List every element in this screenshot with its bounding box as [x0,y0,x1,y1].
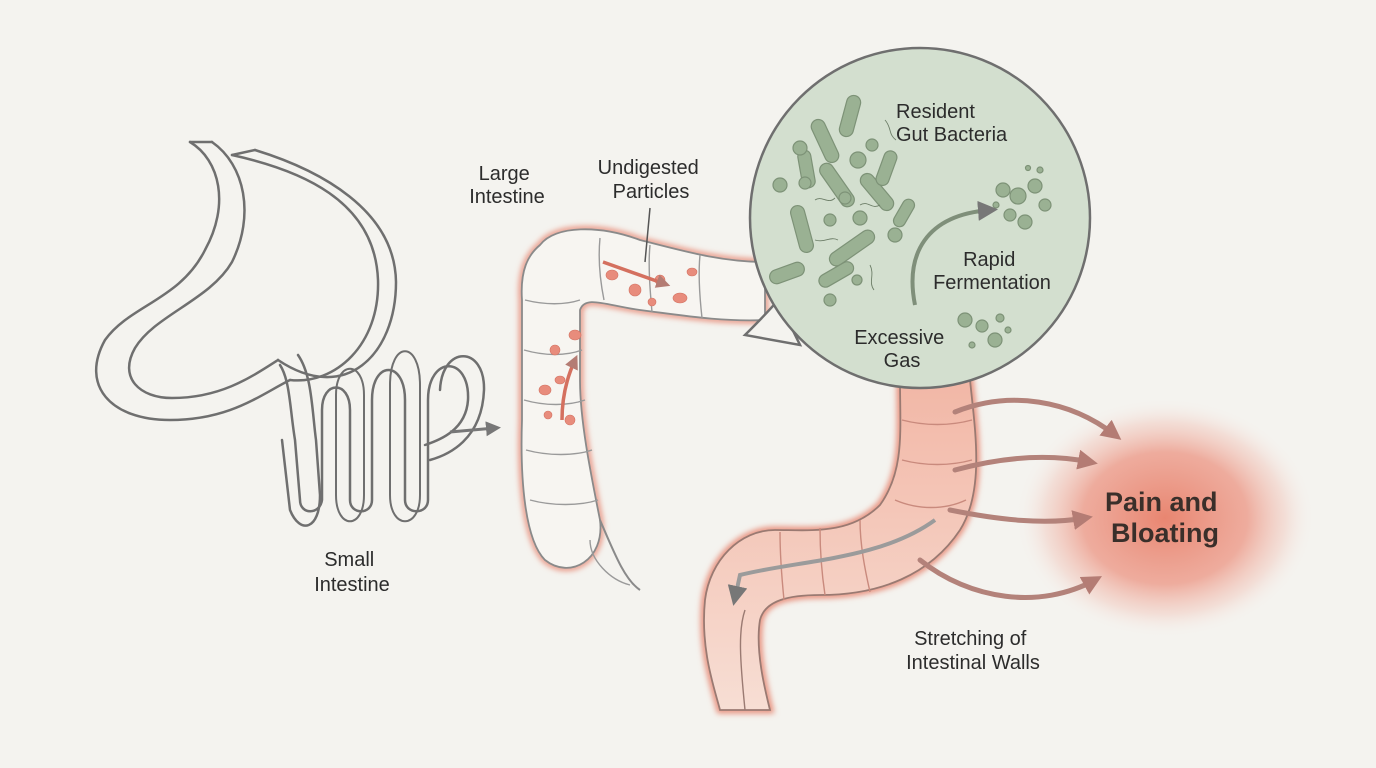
labels: Small Intestine Large Intestine Undigest… [314,101,1225,674]
small-to-large-arrow [449,421,501,437]
stretching-arrows [917,397,1122,600]
fermentation-arrow [910,200,998,306]
ascending-flow-arrow [560,354,578,421]
label-large-intestine: Large Intestine [469,163,545,208]
label-pain-bloating: Pain and Bloating [1105,487,1225,548]
bacteria-magnifier [742,46,1092,390]
label-resident-gut-bacteria: Resident Gut Bacteria [896,101,1008,146]
small-intestine [278,350,486,527]
label-excessive-gas: Excessive Gas [854,327,950,372]
particle-flow-arrow [602,260,671,288]
bacteria-cells [769,94,916,307]
colon-flow-arrow [727,518,937,606]
label-undigested-particles: Undigested Particles [598,157,705,203]
label-rapid-fermentation: Rapid Fermentation [933,249,1051,294]
label-stretching-walls: Stretching of Intestinal Walls [906,628,1040,674]
label-small-intestine: Small Intestine [314,549,390,596]
stomach [94,140,398,422]
particles-pointer [644,207,651,263]
large-intestine [518,226,768,591]
descending-colon [700,376,980,714]
gas-bubbles [957,164,1052,349]
